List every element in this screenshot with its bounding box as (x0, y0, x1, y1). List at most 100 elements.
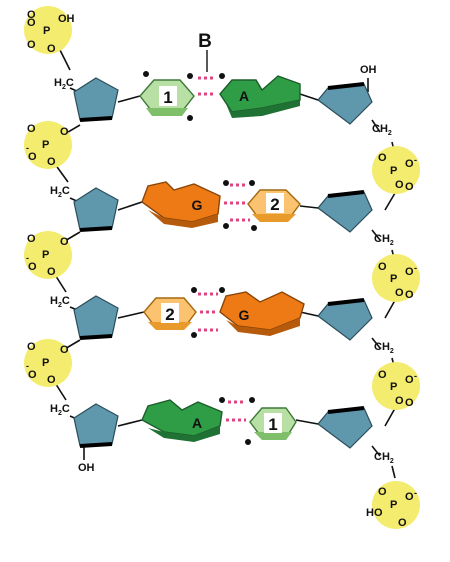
ring-shading (254, 432, 292, 440)
unknown-label-box (266, 193, 284, 213)
phosphate-charge-label: - (414, 263, 417, 273)
deoxyribose-sugar (73, 187, 119, 231)
unknown-label-box (159, 86, 177, 106)
sugar-group: H2C OH (50, 403, 119, 474)
h2c-label: H2C (50, 185, 70, 199)
ch2-label: CH2 (374, 233, 394, 247)
phosphate-group: O P O - O O (24, 339, 72, 387)
phosphate-o-label: O (27, 39, 36, 51)
phosphate-o-label: O (47, 266, 56, 278)
h2c-label: H2C (54, 77, 74, 91)
sugar-oh-label: OH (360, 64, 377, 76)
ring-shading (226, 318, 300, 336)
deoxyribose-sugar (317, 191, 373, 233)
phosphate-o-label: O (60, 236, 69, 248)
sugar-group: H2C (50, 295, 119, 340)
phosphate-p-label: P (43, 25, 50, 37)
sugar-group: CH2 (317, 298, 394, 355)
atom-dot (219, 73, 225, 79)
phosphate-p-label: P (42, 139, 49, 151)
phosphate-o-label: O (395, 395, 404, 407)
phosphate-charge-label: - (414, 371, 417, 381)
sugar-group: OH CH2 (317, 64, 392, 137)
ring-shading (148, 210, 218, 228)
deoxyribose-sugar (73, 295, 119, 339)
phosphate-charge-label: - (414, 155, 417, 165)
sugar-group: H2C (50, 185, 119, 232)
phosphate-group: O P O - HO O (366, 481, 420, 529)
phosphate-p-label: P (390, 381, 397, 393)
phosphate-charge-label: - (26, 253, 29, 263)
ch2-label: CH2 (374, 341, 394, 355)
phosphate-o-label: O (27, 341, 36, 353)
phosphate-group: O P O - O O (372, 146, 420, 194)
phosphate-circle (24, 231, 72, 279)
atom-dot (143, 71, 149, 77)
deoxyribose-sugar (73, 403, 119, 447)
phosphate-circle (372, 362, 420, 410)
phosphate-o-label: O (405, 181, 414, 193)
phosphate-o-label: O (27, 9, 36, 21)
sugar-bold-edge (327, 406, 365, 414)
deoxyribose-sugar (73, 77, 119, 121)
phosphate-o-label: O (28, 261, 37, 273)
phosphate-o-label: O (47, 156, 56, 168)
atom-dot (251, 225, 257, 231)
phosphate-o-label: O (405, 158, 414, 170)
phosphate-group: O O P OH O O (24, 6, 75, 55)
atom-dot (245, 439, 251, 445)
base-pair-row-2: G 2 (141, 180, 301, 231)
phosphate-o-label: O (395, 179, 404, 191)
base-label-a: A (239, 88, 249, 104)
atom-dot (219, 397, 225, 403)
sugar-bold-edge (327, 82, 365, 90)
phosphate-o-label: O (405, 397, 414, 409)
atom-dot (223, 180, 229, 186)
phosphate-o-label: O (405, 289, 414, 301)
phosphate-p-label: P (42, 249, 49, 261)
phosphate-ho-label: HO (366, 507, 383, 519)
unknown-label-box (161, 303, 179, 323)
sugar-bold-edge (327, 298, 365, 306)
phosphate-p-label: P (390, 499, 397, 511)
sugar-bold-edge (79, 116, 113, 122)
base-label-g: G (239, 307, 250, 323)
phosphate-o-label: O (395, 287, 404, 299)
unknown-label-1: 1 (163, 88, 172, 107)
sugar-group: H2C (54, 77, 119, 122)
deoxyribose-sugar (317, 83, 373, 125)
base-label-a: A (192, 415, 202, 431)
base-pair-row-1: 1 A B (139, 31, 301, 121)
ch2-label: CH2 (374, 451, 394, 465)
phosphate-o-label: O (27, 17, 36, 29)
phosphate-o-label: O (378, 369, 387, 381)
sugar-bold-edge (79, 226, 113, 232)
phosphate-o-label: O (378, 152, 387, 164)
atom-dot (191, 287, 197, 293)
atom-dot (223, 223, 229, 229)
phosphate-circle (372, 481, 420, 529)
phosphate-o-label: O (405, 491, 414, 503)
ring-shading (148, 322, 192, 330)
sugar-bold-edge (79, 334, 113, 340)
phosphate-o-label: O (47, 43, 56, 55)
phosphate-o-label: O (47, 374, 56, 386)
phosphate-circle (24, 6, 72, 54)
sugar-oh-label: OH (78, 462, 95, 474)
base-pair-row-4: A 1 (141, 397, 297, 445)
phosphate-o-label: O (398, 517, 407, 529)
ch2-label: CH2 (372, 123, 392, 137)
sugar-bold-edge (327, 190, 365, 198)
base-label-g: G (192, 197, 203, 213)
phosphate-p-label: P (42, 357, 49, 369)
atom-dot (249, 180, 255, 186)
atom-dot (187, 73, 193, 79)
phosphate-p-label: P (390, 165, 397, 177)
phosphate-o-label: O (378, 486, 387, 498)
phosphate-group: O P O - O O (24, 121, 72, 169)
phosphate-group: O P O - O O (372, 254, 420, 302)
phosphate-o-label: O (405, 266, 414, 278)
base-pair-row-3: 2 G (143, 287, 305, 338)
guanine-ring (141, 181, 221, 223)
phosphate-charge-label: - (414, 488, 417, 498)
